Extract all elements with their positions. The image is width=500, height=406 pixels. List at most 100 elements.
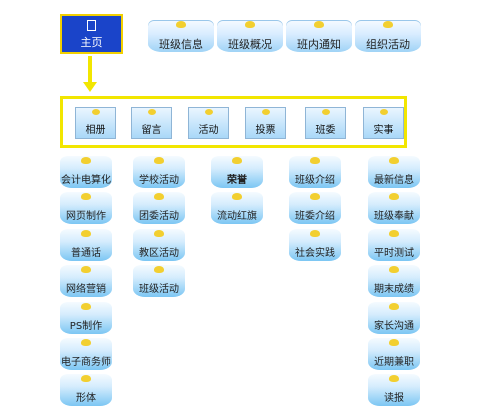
menu-item-label: 班级介绍	[295, 175, 335, 186]
menu-item-label: 流动红旗	[217, 211, 257, 222]
menu-item-label: 班级奉献	[374, 211, 414, 222]
menu-item-label: 学校活动	[139, 175, 179, 186]
category-label: 留言	[141, 125, 162, 136]
gem-icon	[232, 193, 242, 200]
menu-item[interactable]: 教区活动	[133, 229, 185, 261]
category-label: 班委	[315, 125, 336, 136]
menu-item[interactable]: 平时测试	[368, 229, 420, 261]
menu-item-label: 平时测试	[374, 248, 414, 259]
gem-icon	[310, 230, 320, 237]
menu-item[interactable]: 网络营销	[60, 265, 112, 297]
category-label: 活动	[198, 125, 219, 136]
menu-item[interactable]: 班级奉献	[368, 192, 420, 224]
category-committee[interactable]: 班委	[305, 107, 346, 139]
gem-icon	[154, 157, 164, 164]
gem-icon	[314, 21, 324, 28]
menu-item[interactable]: 流动红旗	[211, 192, 263, 224]
menu-item[interactable]: PS制作	[60, 302, 112, 334]
nav-tab-label: 班级信息	[159, 38, 203, 51]
menu-item[interactable]: 团委活动	[133, 192, 185, 224]
gem-icon	[176, 21, 186, 28]
menu-item-label: 普通话	[71, 248, 101, 259]
menu-item-label: PS制作	[69, 321, 103, 332]
gem-icon	[91, 109, 100, 115]
nav-tab-class-overview[interactable]: 班级概况	[217, 20, 283, 52]
menu-item-label: 班委介绍	[295, 211, 335, 222]
category-album[interactable]: 相册	[75, 107, 116, 139]
home-button[interactable]: 主页	[60, 14, 123, 54]
gem-icon	[389, 157, 399, 164]
gem-icon	[147, 109, 156, 115]
nav-tab-label: 组织活动	[366, 38, 410, 51]
menu-item[interactable]: 家长沟通	[368, 302, 420, 334]
gem-icon	[383, 21, 393, 28]
gem-icon	[81, 303, 91, 310]
nav-tab-class-info[interactable]: 班级信息	[148, 20, 214, 52]
gem-icon	[81, 339, 91, 346]
menu-item[interactable]: 班委介绍	[289, 192, 341, 224]
menu-item-label: 电子商务师	[61, 357, 111, 368]
gem-icon	[389, 339, 399, 346]
nav-tab-class-notice[interactable]: 班内通知	[286, 20, 352, 52]
gem-icon	[261, 109, 270, 115]
menu-item-label: 网络营销	[66, 284, 106, 295]
menu-item[interactable]: 网页制作	[60, 192, 112, 224]
menu-item[interactable]: 荣誉	[211, 156, 263, 188]
gem-icon	[154, 193, 164, 200]
menu-item-label: 近期兼职	[374, 357, 414, 368]
menu-item-label: 团委活动	[139, 211, 179, 222]
gem-icon	[232, 157, 242, 164]
menu-item-label: 教区活动	[139, 248, 179, 259]
arrow-shaft	[88, 56, 92, 86]
menu-item[interactable]: 电子商务师	[60, 338, 112, 370]
gem-icon	[389, 193, 399, 200]
gem-icon	[81, 266, 91, 273]
category-frame: 相册 留言 活动 投票 班委 实事	[60, 96, 407, 148]
menu-item[interactable]: 会计电算化	[60, 156, 112, 188]
category-vote[interactable]: 投票	[245, 107, 286, 139]
menu-item-label: 荣誉	[227, 175, 247, 186]
gem-icon	[310, 157, 320, 164]
menu-item[interactable]: 班级介绍	[289, 156, 341, 188]
menu-item[interactable]: 读报	[368, 374, 420, 406]
menu-item[interactable]: 最新信息	[368, 156, 420, 188]
nav-tab-label: 班内通知	[297, 38, 341, 51]
gem-icon	[321, 109, 330, 115]
menu-item[interactable]: 期末成绩	[368, 265, 420, 297]
menu-item[interactable]: 社会实践	[289, 229, 341, 261]
gem-icon	[389, 266, 399, 273]
menu-item[interactable]: 近期兼职	[368, 338, 420, 370]
menu-item-label: 读报	[384, 393, 404, 404]
gem-icon	[154, 266, 164, 273]
gem-icon	[81, 193, 91, 200]
menu-item[interactable]: 普通话	[60, 229, 112, 261]
arrow-down-icon	[83, 82, 97, 92]
category-label: 相册	[85, 125, 106, 136]
menu-item-label: 会计电算化	[61, 175, 111, 186]
category-label: 实事	[373, 125, 394, 136]
menu-item[interactable]: 学校活动	[133, 156, 185, 188]
nav-tab-label: 班级概况	[228, 38, 272, 51]
menu-item-label: 社会实践	[295, 248, 335, 259]
gem-icon	[310, 193, 320, 200]
page-icon	[87, 20, 96, 31]
menu-item-label: 网页制作	[66, 211, 106, 222]
gem-icon	[379, 109, 388, 115]
home-label: 主页	[80, 36, 103, 49]
category-label: 投票	[255, 125, 276, 136]
gem-icon	[154, 230, 164, 237]
nav-tab-activities[interactable]: 组织活动	[355, 20, 421, 52]
gem-icon	[389, 303, 399, 310]
gem-icon	[81, 375, 91, 382]
category-activity[interactable]: 活动	[188, 107, 229, 139]
category-facts[interactable]: 实事	[363, 107, 404, 139]
menu-item-label: 班级活动	[139, 284, 179, 295]
menu-item-label: 最新信息	[374, 175, 414, 186]
menu-item[interactable]: 班级活动	[133, 265, 185, 297]
menu-item-label: 形体	[76, 393, 96, 404]
category-guestbook[interactable]: 留言	[131, 107, 172, 139]
menu-item[interactable]: 形体	[60, 374, 112, 406]
menu-item-label: 期末成绩	[374, 284, 414, 295]
menu-item-label: 家长沟通	[374, 321, 414, 332]
gem-icon	[81, 157, 91, 164]
